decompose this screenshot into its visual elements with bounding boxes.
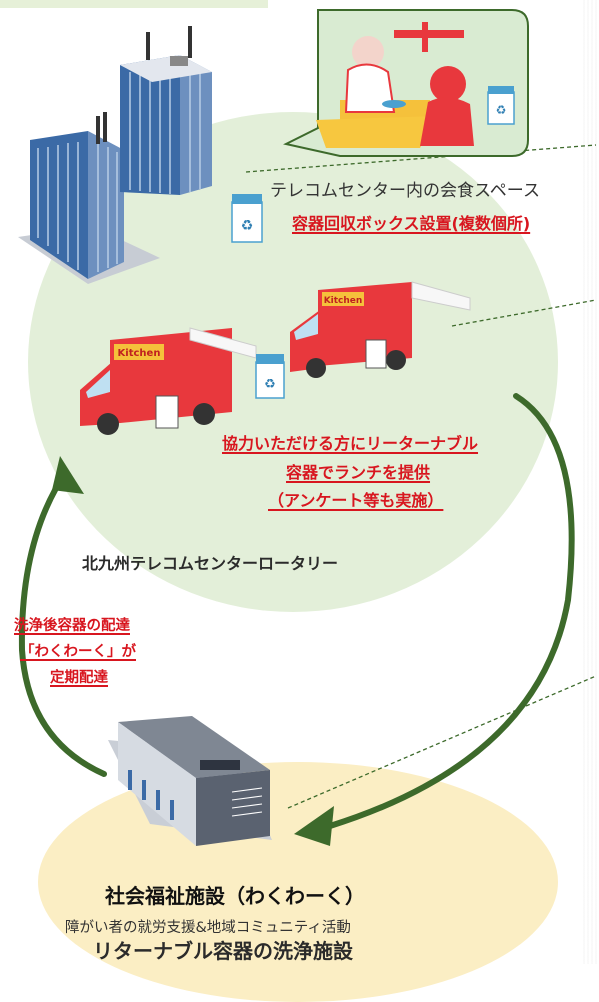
right-edge-texture xyxy=(583,0,599,964)
svg-text:♻: ♻ xyxy=(264,377,276,392)
welfare-facility-icon xyxy=(108,716,272,846)
facility-name: 社会福祉施設（わくわーく） xyxy=(105,884,365,908)
arrow-to-rotary xyxy=(18,469,107,777)
arrowhead-to-facility xyxy=(294,806,334,846)
food-truck-icon: Kitchen xyxy=(80,327,257,435)
delivery-label-line: 洗浄後容器の配達 xyxy=(14,618,130,634)
collection-boxes-label: 容器回収ボックス設置(複数個所) xyxy=(292,214,531,233)
food-truck-icon: Kitchen xyxy=(290,281,471,378)
svg-text:♻: ♻ xyxy=(496,103,507,117)
delivery-label-line: 定期配達 xyxy=(50,670,108,686)
lunch-label-line: 容器でランチを提供 xyxy=(286,463,431,482)
lunch-label-line: 協力いただける方にリーターナブル xyxy=(222,434,479,453)
svg-text:Kitchen: Kitchen xyxy=(324,296,363,306)
facility-description: 障がい者の就労支援&地域コミュニティ活動 xyxy=(65,920,351,936)
arrow-to-facility xyxy=(327,393,575,829)
connector-lines xyxy=(245,144,597,809)
eating-space-label: テレコムセンター内の会食スペース xyxy=(270,181,540,201)
rotary-label: 北九州テレコムセンターロータリー xyxy=(82,554,339,573)
diagram-art: ♻ ♻ Kitchen Kitchen ♻ xyxy=(18,9,597,846)
recycle-box-icon: ♻ xyxy=(487,86,515,125)
header-strip xyxy=(0,0,268,8)
delivery-cycle-arrows xyxy=(18,393,575,829)
recycle-box-icon: ♻ xyxy=(231,194,263,243)
delivery-label-line: 「わくわーく」が xyxy=(20,644,136,660)
svg-text:♻: ♻ xyxy=(241,218,254,234)
connector-line-eating xyxy=(245,144,597,173)
dining-scene-bubble: ♻ xyxy=(283,9,529,157)
connector-line-trucks xyxy=(451,299,597,327)
facility-role: リターナブル容器の洗浄施設 xyxy=(93,939,353,963)
office-building-icon xyxy=(18,26,212,284)
recycle-box-icon: ♻ xyxy=(255,354,285,399)
facility-area xyxy=(38,762,558,1002)
arrowhead-to-rotary xyxy=(52,456,84,494)
connector-line-facility xyxy=(287,675,597,809)
lunch-label-line: （アンケート等も実施） xyxy=(268,491,444,510)
svg-text:Kitchen: Kitchen xyxy=(118,348,161,359)
